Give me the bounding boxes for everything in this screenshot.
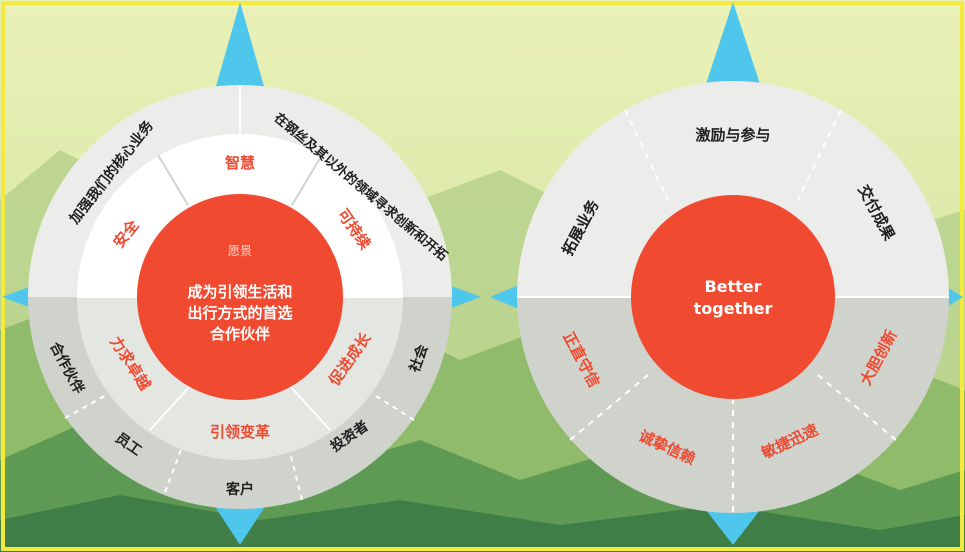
right-divider-top-1 (624, 109, 669, 201)
right-compass-south-arrow (706, 510, 760, 545)
left-inner-divider-2 (291, 154, 323, 206)
left-center-circle (137, 194, 343, 400)
left-outer-label-customers: 客户 (225, 481, 254, 498)
left-compass-south-arrow (214, 505, 266, 545)
left-outer-divider-2 (164, 449, 182, 493)
right-divider-bottom-3 (817, 374, 897, 441)
right-divider-top-2 (797, 109, 842, 201)
right-center-circle (631, 195, 835, 399)
right-divider-bottom-1 (569, 374, 649, 441)
left-wheel: 愿景 成为引领生活和 出行方式的首选 合作伙伴 安全 智慧 可持续 力求卓越 引… (2, 2, 481, 545)
right-center-line2: together (694, 299, 773, 318)
left-inner-label-smart: 智慧 (225, 154, 255, 172)
right-compass-west-arrow (490, 285, 519, 309)
left-center-caption: 愿景 (228, 244, 252, 258)
left-compass-north-arrow (213, 2, 267, 97)
left-outer-divider-4 (375, 395, 415, 421)
right-label-inspire-engage: 激励与参与 (695, 126, 770, 144)
left-outer-divider-3 (289, 451, 303, 501)
right-compass-north-arrow (706, 2, 760, 84)
right-compass-east-arrow (945, 286, 963, 308)
left-compass-east-arrow (443, 283, 481, 311)
left-inner-divider-3 (149, 385, 191, 431)
right-center-line1: Better (704, 277, 761, 296)
left-inner-divider-4 (289, 385, 331, 431)
left-center-line2: 出行方式的首选 (187, 304, 292, 322)
right-wheel: Better together 拓展业务 激励与参与 交付成果 正直守信 诚挚信… (490, 2, 963, 545)
left-center-line1: 成为引领生活和 (187, 283, 292, 301)
right-ring-top (517, 81, 949, 297)
left-inner-divider-1 (157, 154, 189, 206)
left-inner-label-lead-change: 引领变革 (210, 423, 270, 441)
left-center-line3: 合作伙伴 (209, 325, 270, 343)
left-outer-divider-1 (64, 393, 109, 419)
right-ring-bottom (517, 297, 949, 513)
